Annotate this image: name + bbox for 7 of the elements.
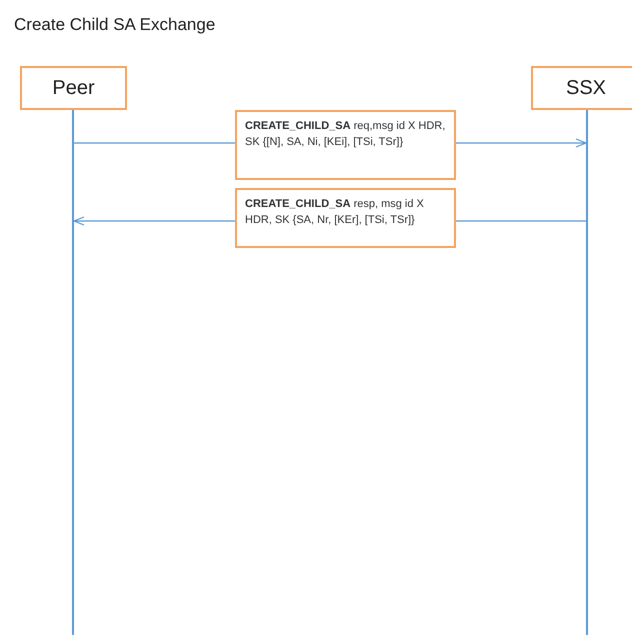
message-label: CREATE_CHILD_SA req,msg id X HDR, SK {[N], SA, Ni, [KEi], [TSi, TSr]} [235,110,456,180]
participant-box: SSX [531,66,632,110]
lifeline [586,110,588,635]
lifeline [72,110,74,635]
participant-box: Peer [20,66,127,110]
diagram-title: Create Child SA Exchange [14,14,216,36]
message-label: CREATE_CHILD_SA resp, msg id X HDR, SK {SA, Nr, [KEr], [TSi, TSr]} [235,188,456,248]
